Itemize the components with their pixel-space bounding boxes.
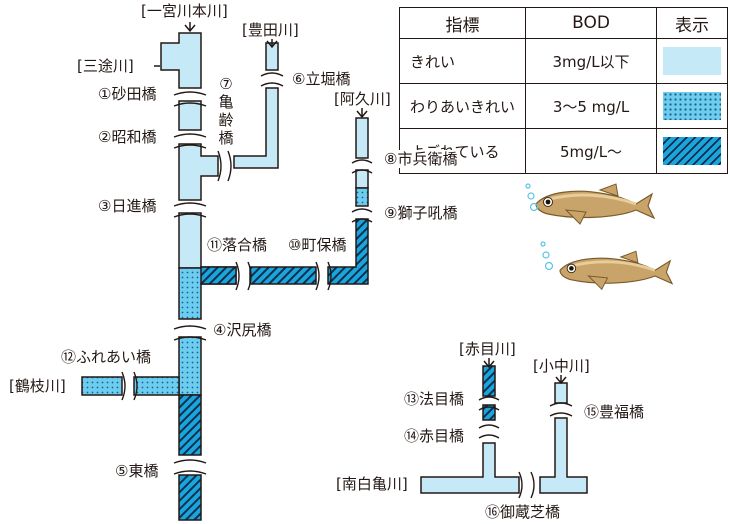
minamishirakame-river <box>420 365 588 494</box>
legend-value: 5mg/L～ <box>525 128 658 174</box>
bridge-marks <box>121 72 573 499</box>
legend-row-clean: きれい 3mg/L以下 <box>398 38 729 84</box>
station-sunada: ①砂田橋 <box>97 85 158 103</box>
segment-sawajiri-lower <box>178 394 202 456</box>
station-fureai: ⑫ふれあい橋 <box>60 348 153 366</box>
flow-arrows <box>154 22 567 385</box>
station-shishiku: ⑨獅子吼橋 <box>383 204 459 222</box>
legend-value: 3mg/L以下 <box>525 38 658 84</box>
arrow-down-icon <box>184 22 196 33</box>
legend-header-display: 表示 <box>656 7 729 39</box>
tsurueda-confluence <box>133 376 180 396</box>
station-sawajiri: ④沢尻橋 <box>212 321 273 339</box>
legend-row-fair: わりあいきれい 3～5 mg/L <box>398 83 729 129</box>
arrow-down-icon <box>555 374 567 385</box>
river-label-ichinomiya: [一宮川本川] <box>140 2 229 20</box>
river-label-aku: [阿久川] <box>333 90 392 108</box>
river-label-akame: [赤目川] <box>458 340 517 358</box>
arrow-down-icon <box>356 108 368 119</box>
legend-label: きれい <box>398 38 527 84</box>
aku-river <box>249 117 369 285</box>
arrow-down-icon <box>266 38 278 49</box>
segment-azuma-lower <box>178 474 202 521</box>
station-tatebori: ⑥立堀橋 <box>291 70 352 88</box>
arrow-down-icon <box>483 358 495 369</box>
tsurueda-upper <box>81 376 123 396</box>
station-azuma: ⑤東橋 <box>114 462 160 480</box>
segment-sunada-showa <box>178 100 202 131</box>
legend-swatch-dirty <box>663 137 722 165</box>
medaka-fish-icon <box>525 182 674 291</box>
station-toyofuku: ⑮豊福橋 <box>583 403 646 421</box>
river-label-tsurueda: [鶴枝川] <box>8 377 67 395</box>
station-showa: ②昭和橋 <box>97 128 158 146</box>
river-label-sanzu: [三途川] <box>76 57 135 75</box>
legend-swatch-fair <box>663 92 722 120</box>
toyota-river <box>233 42 279 169</box>
station-hoome: ⑬法目橋 <box>403 390 466 408</box>
legend-header-indicator: 指標 <box>398 7 527 39</box>
river-label-minamishirakame: [南白亀川] <box>335 475 409 493</box>
legend-value: 3～5 mg/L <box>525 83 658 129</box>
segment-sawajiri-upper <box>178 336 202 396</box>
station-okurashiba: ⑯御蔵芝橋 <box>484 503 562 521</box>
ichinomiya-river <box>81 32 237 521</box>
segment-nisshin-upper <box>178 212 202 269</box>
station-nisshin: ③日進橋 <box>97 197 158 215</box>
sanzu-confluence-segment <box>160 32 202 89</box>
station-ichibee: ⑧市兵衛橋 <box>383 150 459 168</box>
river-label-konaka: [小中川] <box>532 357 591 375</box>
legend-label: わりあいきれい <box>398 83 527 129</box>
segment-showa-nisshin <box>178 143 219 201</box>
legend-header-row: 指標 BOD 表示 <box>398 7 729 39</box>
station-ochiai: ⑪落合橋 <box>206 236 269 254</box>
legend-table: 指標 BOD 表示 きれい 3mg/L以下 わりあいきれい 3～5 mg/L よ… <box>398 7 729 174</box>
segment-ochiai-branch <box>200 266 237 285</box>
station-akame: ⑭赤目橋 <box>403 427 466 445</box>
station-machibo: ⑩町保橋 <box>287 236 348 254</box>
river-label-toyota: [豊田川] <box>241 21 300 39</box>
legend-swatch-clean <box>663 47 722 75</box>
station-kirei: ⑦亀齢橋 <box>217 75 235 147</box>
legend-header-bod: BOD <box>525 7 658 39</box>
